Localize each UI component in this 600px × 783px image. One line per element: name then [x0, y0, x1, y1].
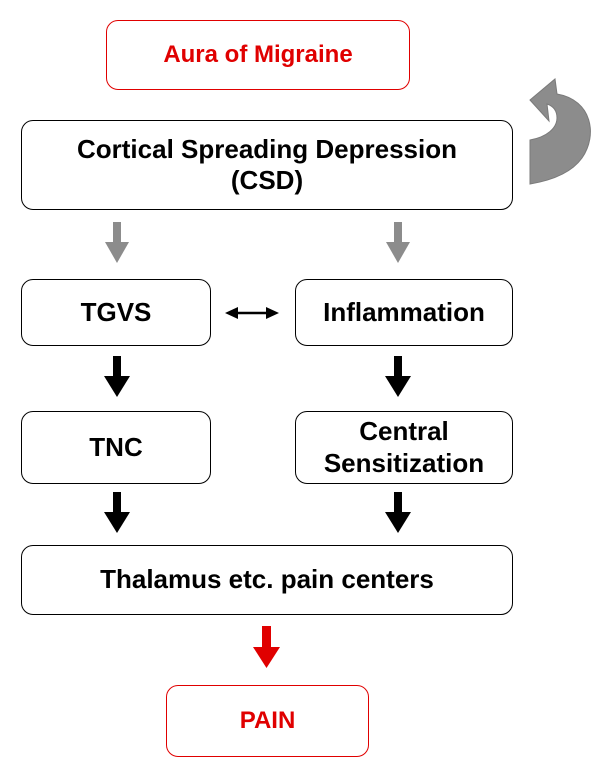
aura-of-migraine-box: Aura of Migraine — [106, 20, 410, 90]
black-down-arrow-left-1 — [104, 356, 130, 397]
central-sensitization-line1: Central — [359, 416, 449, 447]
pain-box: PAIN — [166, 685, 369, 757]
aura-label: Aura of Migraine — [163, 40, 353, 68]
black-down-arrow-right-1 — [385, 356, 411, 397]
thalamus-box: Thalamus etc. pain centers — [21, 545, 513, 615]
central-sensitization-box: Central Sensitization — [295, 411, 513, 484]
double-head-arrow — [225, 307, 279, 319]
thalamus-label: Thalamus etc. pain centers — [100, 564, 434, 595]
inflammation-label: Inflammation — [323, 296, 485, 327]
gray-down-arrow-right — [386, 222, 410, 263]
csd-label-line2: (CSD) — [230, 165, 304, 195]
csd-box: Cortical Spreading Depression (CSD) — [21, 120, 513, 210]
tgvs-label: TGVS — [80, 296, 152, 327]
red-down-arrow — [253, 626, 280, 668]
inflammation-box: Inflammation — [295, 279, 513, 346]
black-down-arrow-left-2 — [104, 492, 130, 533]
tnc-label: TNC — [89, 431, 143, 462]
gray-down-arrow-left — [105, 222, 129, 263]
tnc-box: TNC — [21, 411, 211, 484]
pain-label: PAIN — [239, 706, 296, 734]
curved-feedback-arrow — [529, 78, 591, 185]
tgvs-box: TGVS — [21, 279, 211, 346]
central-sensitization-line2: Sensitization — [323, 447, 485, 478]
black-down-arrow-right-2 — [385, 492, 411, 533]
csd-label-line1: Cortical Spreading Depression — [77, 133, 457, 164]
